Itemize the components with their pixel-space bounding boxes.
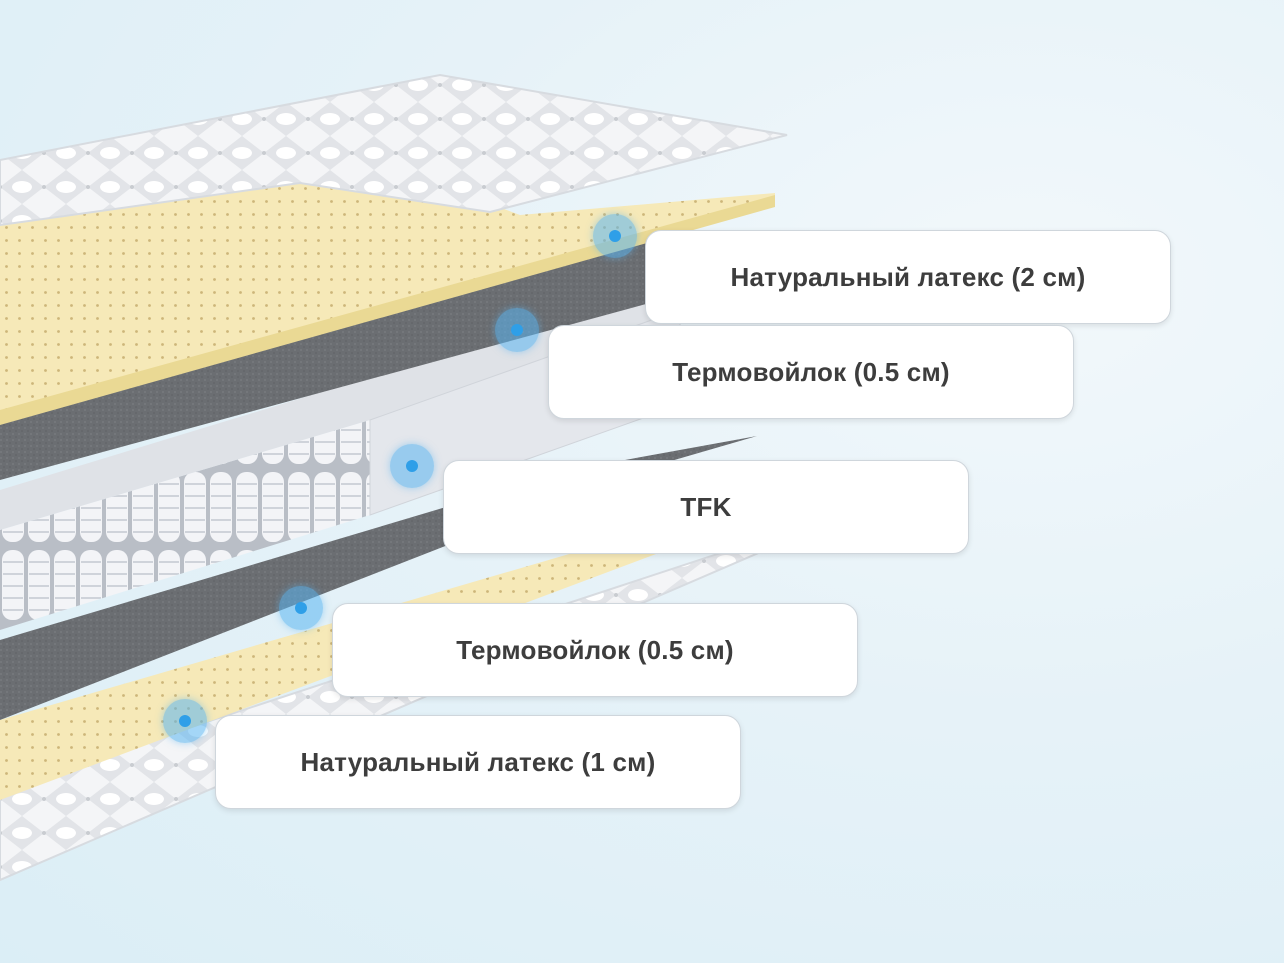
spring-block [0,420,370,630]
layer-label-text: Термовойлок (0.5 см) [672,356,950,387]
hotspot-latex-bottom[interactable] [163,699,207,743]
layer-label-felt-bottom[interactable]: Термовойлок (0.5 см) [332,603,858,697]
layer-label-text: TFK [680,491,732,522]
top-felt-layer [0,235,690,480]
layer-label-text: Термовойлок (0.5 см) [456,634,734,665]
hotspot-springs[interactable] [390,444,434,488]
hotspot-felt-top[interactable] [495,308,539,352]
hotspot-latex-top[interactable] [593,214,637,258]
hotspot-dot-icon [609,230,621,242]
layer-label-text: Натуральный латекс (1 см) [300,746,656,777]
hotspot-dot-icon [511,324,523,336]
top-cover [0,73,788,227]
layer-label-springs[interactable]: TFK [443,460,969,554]
layer-label-latex-top[interactable]: Натуральный латекс (2 см) [645,230,1171,324]
layer-label-latex-bottom[interactable]: Натуральный латекс (1 см) [215,715,741,809]
top-latex-edge [0,195,775,425]
hotspot-dot-icon [295,602,307,614]
hotspot-felt-bottom[interactable] [279,586,323,630]
hotspot-dot-icon [406,460,418,472]
spring-block-top [0,295,680,530]
hotspot-dot-icon [179,715,191,727]
layer-label-felt-top[interactable]: Термовойлок (0.5 см) [548,325,1074,419]
layer-label-text: Натуральный латекс (2 см) [730,261,1086,292]
